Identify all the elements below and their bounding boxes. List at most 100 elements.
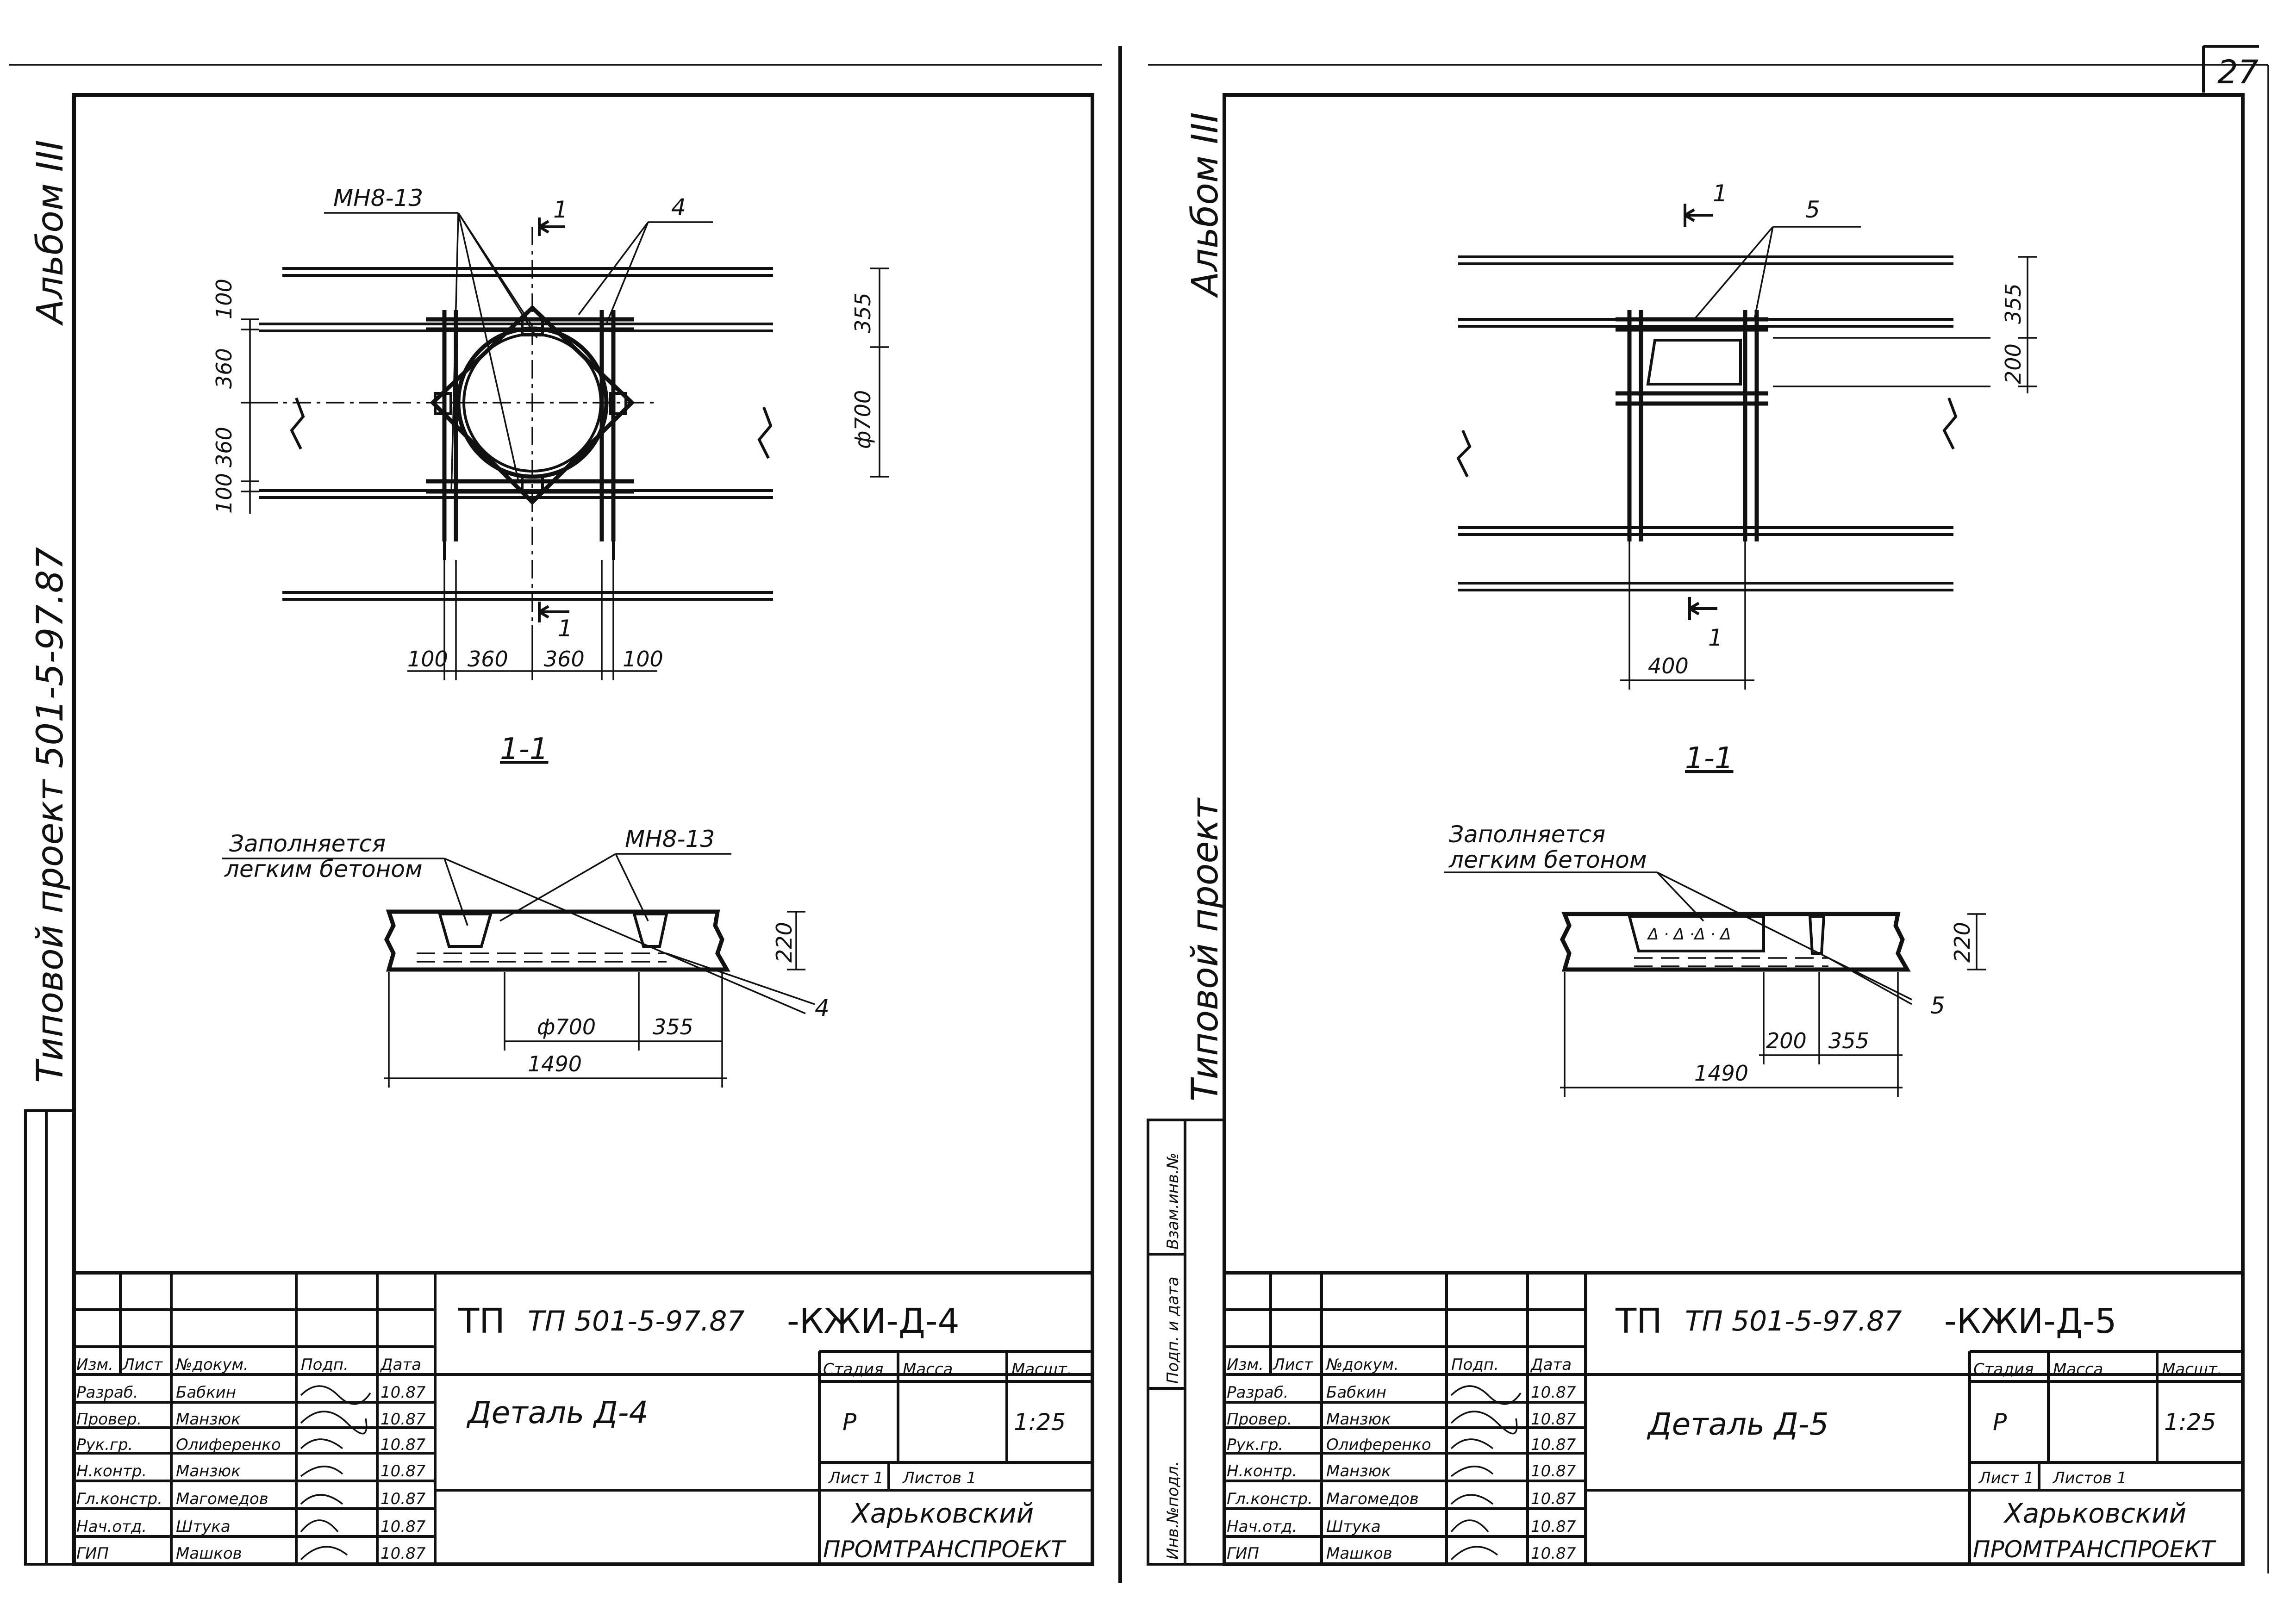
left-tb-role-3: Рук.гр. xyxy=(76,1436,133,1454)
right-title-block: ТП ТП 501-5-97.87 -КЖИ-Д-5 Изм. Лист №до… xyxy=(1223,1271,2245,1566)
left-org-line2: ПРОМТРАНСПРОЕКТ xyxy=(823,1536,1067,1563)
right-tb-header-date: Дата xyxy=(1530,1356,1572,1374)
right-stage-header: Стадия xyxy=(1973,1360,2034,1379)
left-plan-item-callout: 4 xyxy=(671,194,686,221)
right-cipher-code: -КЖИ-Д-5 xyxy=(1944,1301,2117,1341)
right-tb-date-6: 10.87 xyxy=(1531,1517,1576,1536)
left-tb-role-5: Гл.констр. xyxy=(76,1490,162,1508)
left-cipher-tp: ТП xyxy=(458,1301,505,1341)
left-tb-name-3: Олиференко xyxy=(176,1436,281,1454)
left-plan-vdim-2: 360 xyxy=(212,348,237,389)
right-tb-row: Разраб. Бабкин 10.87 Провер. Манзюк 10.8… xyxy=(1227,1383,1576,1563)
left-scale-header: Масшт. xyxy=(1011,1360,1072,1379)
right-plan-dim-355: 355 xyxy=(2001,283,2026,324)
right-tb-name-2: Манзюк xyxy=(1326,1410,1391,1429)
right-org-line2: ПРОМТРАНСПРОЕКТ xyxy=(1973,1536,2216,1563)
left-tb-name-7: Машков xyxy=(176,1544,242,1563)
left-tb-role-2: Провер. xyxy=(76,1410,142,1429)
right-project-label: Типовой проект xyxy=(1185,797,1226,1101)
left-tb-role-4: Н.контр. xyxy=(76,1462,147,1480)
right-section-dim-height: 220 xyxy=(1950,922,1975,963)
left-plan-hdim-2: 360 xyxy=(468,647,508,672)
left-scale: 1:25 xyxy=(1014,1409,1066,1436)
left-plan-hdim-4: 100 xyxy=(623,647,663,672)
right-section-title: 1-1 xyxy=(1685,741,1734,776)
right-signatures xyxy=(1450,1385,1522,1561)
left-section-dim-height: 220 xyxy=(772,922,797,963)
left-section-dim-total: 1490 xyxy=(528,1051,582,1076)
left-cipher: ТП 501-5-97.87 xyxy=(528,1305,745,1337)
left-section-dim-dia: ф700 xyxy=(537,1014,596,1039)
right-scale: 1:25 xyxy=(2164,1409,2216,1436)
right-tb-header-list: Лист xyxy=(1272,1356,1313,1374)
right-tb-header-izm: Изм. xyxy=(1227,1356,1264,1374)
right-section-note-2: легким бетоном xyxy=(1448,846,1647,873)
left-section-dim-355: 355 xyxy=(653,1014,693,1039)
right-tb-role-3: Рук.гр. xyxy=(1227,1436,1283,1454)
left-tb-role-7: ГИП xyxy=(76,1544,109,1563)
right-stamp-sign: Подп. и дата xyxy=(1164,1276,1182,1384)
left-tb-row: Разраб. Бабкин 10.87 Провер. Манзюк 10.8… xyxy=(76,1383,426,1563)
left-title-block: ТП ТП 501-5-97.87 -КЖИ-Д-4 Изм. Лист №до… xyxy=(72,1271,1094,1566)
right-tb-date-2: 10.87 xyxy=(1531,1410,1576,1429)
right-cipher: ТП 501-5-97.87 xyxy=(1685,1305,1902,1337)
left-tb-date-3: 10.87 xyxy=(381,1436,426,1454)
right-tb-role-6: Нач.отд. xyxy=(1227,1517,1297,1536)
left-signatures xyxy=(300,1385,371,1561)
right-tb-header-doc: №докум. xyxy=(1325,1356,1399,1374)
right-sheet-frame xyxy=(1223,93,2245,1566)
left-drawing-title: Деталь Д-4 xyxy=(466,1395,649,1430)
right-tb-name-3: Олиференко xyxy=(1326,1436,1431,1454)
left-mass-header: Масса xyxy=(903,1360,953,1379)
left-stage: Р xyxy=(842,1409,857,1436)
right-section-mark-bottom: 1 xyxy=(1708,624,1723,651)
left-tb-header-date: Дата xyxy=(380,1356,421,1374)
left-tb-header-sign: Подп. xyxy=(301,1356,349,1374)
left-section-note-2: легким бетоном xyxy=(224,856,423,883)
right-sheet: Альбом III Типовой проект Инв.№подл. Под… xyxy=(1147,64,2269,1573)
left-section-mark-bottom: 1 xyxy=(558,615,573,642)
left-plan-hdim-1: 100 xyxy=(407,647,448,672)
right-tb-role-4: Н.контр. xyxy=(1227,1462,1297,1480)
left-plan-vdim-4: 100 xyxy=(212,473,237,514)
right-tb-date-4: 10.87 xyxy=(1531,1462,1576,1480)
right-plan-dim-400: 400 xyxy=(1648,653,1689,678)
right-cipher-tp: ТП xyxy=(1615,1301,1662,1341)
right-drawing-title: Деталь Д-5 xyxy=(1647,1406,1829,1442)
right-tb-name-1: Бабкин xyxy=(1326,1383,1386,1402)
left-plan-view: 1 1 МН8-13 4 100 360 360 100 xyxy=(212,185,889,680)
right-section-item-callout: 5 xyxy=(1930,992,1945,1019)
left-tb-header-doc: №докум. xyxy=(175,1356,249,1374)
right-plan-view: 1 1 5 355 200 400 xyxy=(1456,180,2037,690)
left-plan-vdim-3: 360 xyxy=(212,427,237,467)
left-tb-header-izm: Изм. xyxy=(76,1356,113,1374)
right-tb-header-sign: Подп. xyxy=(1451,1356,1499,1374)
right-plan-dim-200: 200 xyxy=(2001,343,2026,384)
right-tb-name-7: Машков xyxy=(1326,1544,1392,1563)
left-section-mark-top: 1 xyxy=(553,196,568,223)
left-project-label: Типовой проект 501-5-97.87 xyxy=(30,547,71,1083)
left-tb-date-4: 10.87 xyxy=(381,1462,426,1480)
left-tb-name-1: Бабкин xyxy=(176,1383,236,1402)
right-tb-date-5: 10.87 xyxy=(1531,1490,1576,1508)
left-side-stamp xyxy=(24,1109,75,1566)
right-album-label: Альбом III xyxy=(1185,112,1226,298)
right-tb-role-5: Гл.констр. xyxy=(1227,1490,1313,1508)
right-tb-role-2: Провер. xyxy=(1227,1410,1292,1429)
right-org-line1: Харьковский xyxy=(2003,1498,2186,1529)
left-plan-hdim-3: 360 xyxy=(544,647,585,672)
left-section-title: 1-1 xyxy=(500,732,549,766)
left-section-note-1: Заполняется xyxy=(229,830,386,857)
left-tb-role-1: Разраб. xyxy=(76,1383,138,1402)
right-section-mark-top: 1 xyxy=(1713,180,1728,207)
right-tb-role-7: ГИП xyxy=(1227,1544,1259,1563)
right-section-dim-355: 355 xyxy=(1828,1028,1869,1053)
right-mass-header: Масса xyxy=(2053,1360,2103,1379)
left-sheet: Альбом III Типовой проект 501-5-97.87 xyxy=(9,46,1122,1583)
left-plan-rdim-dia: ф700 xyxy=(850,390,875,449)
right-section-dim-200: 200 xyxy=(1766,1028,1807,1053)
right-stamp-inv: Инв.№подл. xyxy=(1164,1461,1182,1560)
left-sheets-total: Листов 1 xyxy=(902,1469,976,1487)
right-tb-name-5: Магомедов xyxy=(1326,1490,1419,1508)
